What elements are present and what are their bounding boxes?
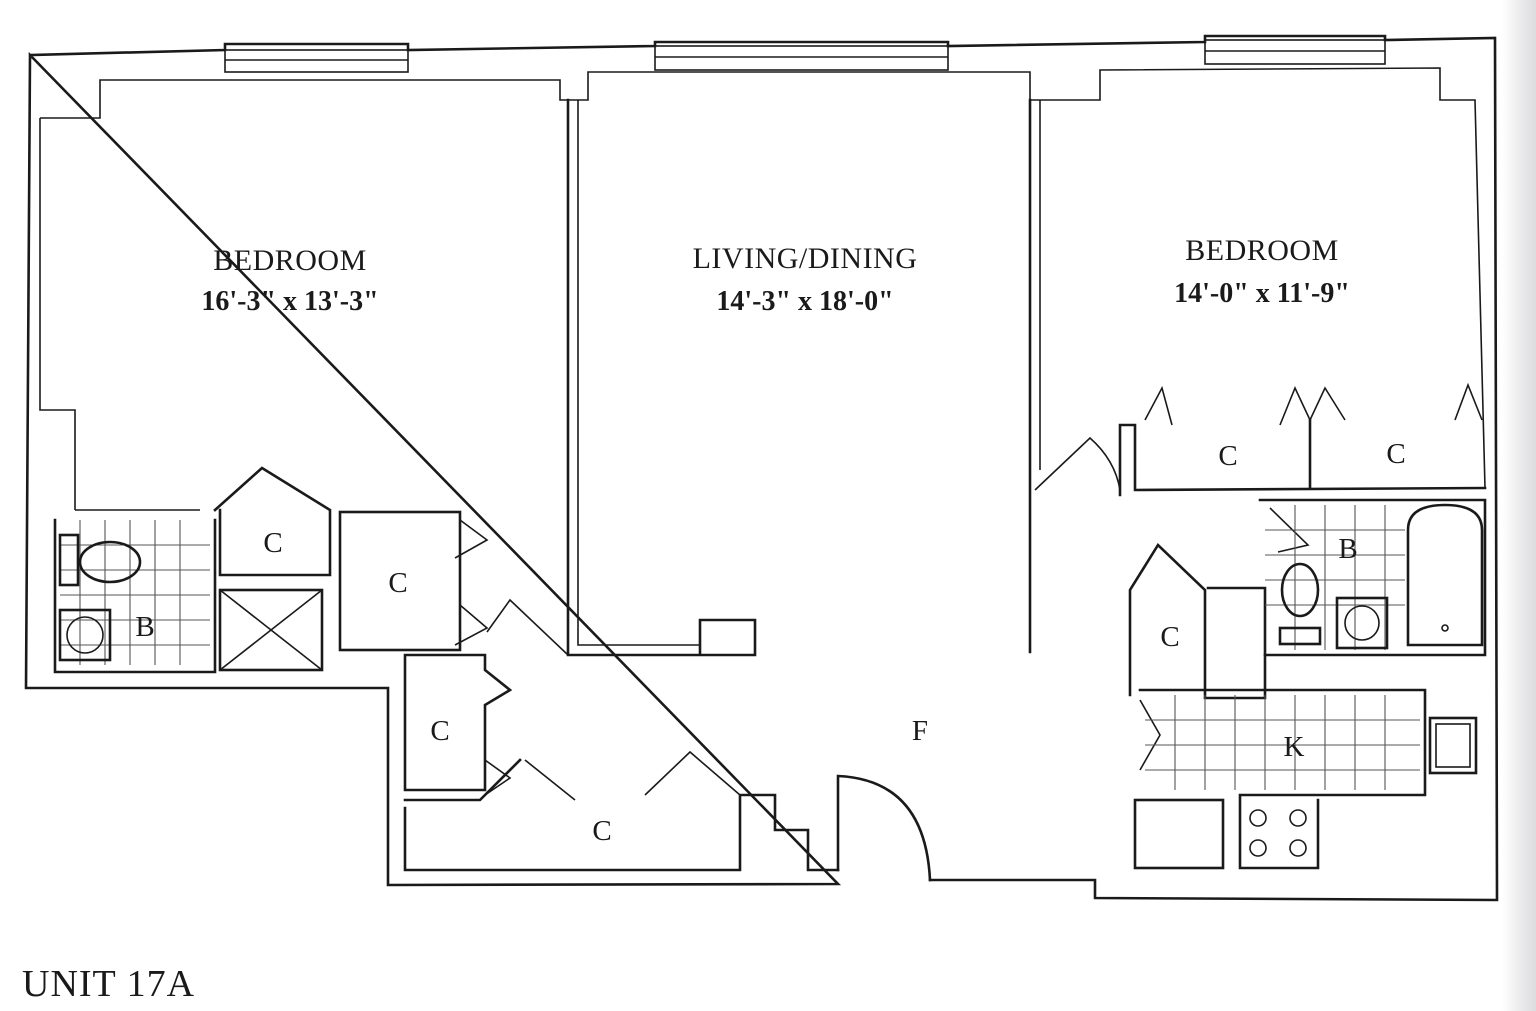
fixtures — [58, 533, 1478, 857]
room-labels: BEDROOM 16'-3" x 13'-3" LIVING/DINING 14… — [135, 234, 1405, 847]
bedroom-right-dims: 14'-0" x 11'-9" — [1174, 278, 1350, 309]
kitchen-label: K — [1284, 731, 1305, 763]
closet-label: C — [1218, 440, 1237, 472]
exterior-walls — [24, 34, 1499, 902]
living-dining-dims: 14'-3" x 18'-0" — [716, 286, 893, 317]
page-edge-shadow — [1502, 0, 1536, 1011]
closet-label: C — [263, 527, 282, 559]
living-dining-name: LIVING/DINING — [693, 242, 918, 275]
bathtub — [1406, 503, 1484, 647]
bath-label: B — [1338, 533, 1357, 565]
bedroom-left-dims: 16'-3" x 13'-3" — [201, 286, 378, 317]
closet-label: C — [592, 815, 611, 847]
shower-stall — [218, 588, 324, 672]
closet-label: C — [430, 715, 449, 747]
foyer-label: F — [912, 715, 928, 747]
kitchen-sink-icon — [1428, 716, 1478, 775]
bedroom-right-name: BEDROOM — [1185, 234, 1339, 267]
closet-label: C — [1160, 621, 1179, 653]
window-center — [654, 45, 949, 71]
interior-walls — [53, 98, 1487, 882]
bedroom-left-name: BEDROOM — [213, 244, 367, 277]
window-right — [1204, 39, 1386, 65]
sink-right-icon — [1335, 596, 1389, 650]
sink-left-icon — [58, 608, 112, 662]
stove-icon — [1249, 809, 1307, 857]
left-bath-tiles — [60, 520, 210, 665]
toilet-right-icon — [1278, 562, 1322, 646]
toilet-left-icon — [58, 533, 142, 587]
bath-label: B — [135, 611, 154, 643]
tile-floors — [60, 505, 1420, 790]
unit-label: UNIT 17A — [22, 963, 196, 1005]
kitchen-tiles — [1145, 695, 1420, 790]
window-left — [224, 49, 409, 73]
closet-label: C — [1386, 438, 1405, 470]
closet-label: C — [388, 567, 407, 599]
right-bath-tiles — [1265, 505, 1405, 650]
